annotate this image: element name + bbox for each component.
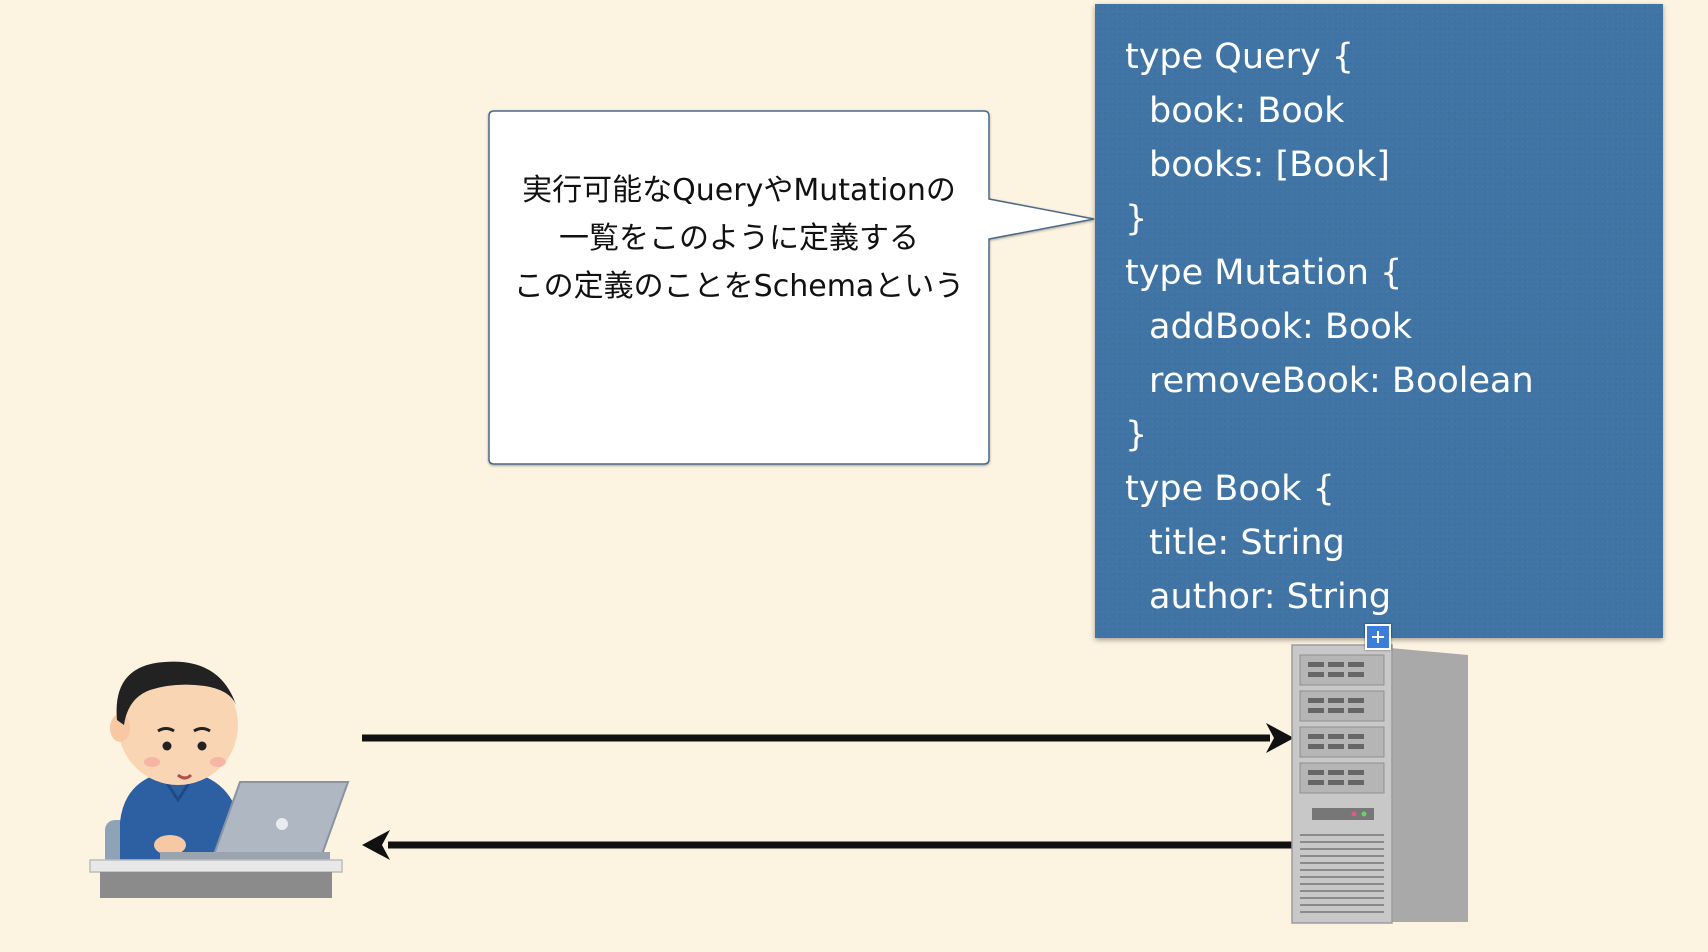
schema-line: type Query { (1125, 37, 1355, 77)
schema-line: title: String (1149, 523, 1345, 563)
server-tower-icon (1291, 644, 1468, 924)
schema-line: } (1125, 415, 1148, 455)
schema-line: type Mutation { (1125, 253, 1403, 293)
schema-line: books: [Book] (1149, 145, 1390, 185)
schema-line: book: Book (1149, 91, 1345, 131)
speech-bubble-text: 実行可能なQueryやMutationの 一覧をこのように定義する この定義のこ… (490, 62, 988, 416)
schema-line: type Book { (1125, 469, 1335, 509)
request-arrow (362, 723, 1294, 753)
schema-line: author: String (1149, 577, 1392, 617)
schema-code-panel[interactable]: type Query { book: Book books: [Book] } … (1095, 4, 1663, 638)
person-with-laptop-icon (89, 661, 350, 898)
schema-line: } (1125, 199, 1148, 239)
bubble-line-2: 一覧をこのように定義する (559, 221, 919, 256)
response-arrow (362, 830, 1295, 860)
schema-line: removeBook: Boolean (1149, 361, 1534, 401)
bubble-line-1: 実行可能なQueryやMutationの (522, 173, 956, 208)
bubble-line-3: この定義のことをSchemaという (513, 269, 965, 304)
plus-icon[interactable] (1365, 624, 1391, 650)
schema-line: addBook: Book (1149, 307, 1413, 347)
